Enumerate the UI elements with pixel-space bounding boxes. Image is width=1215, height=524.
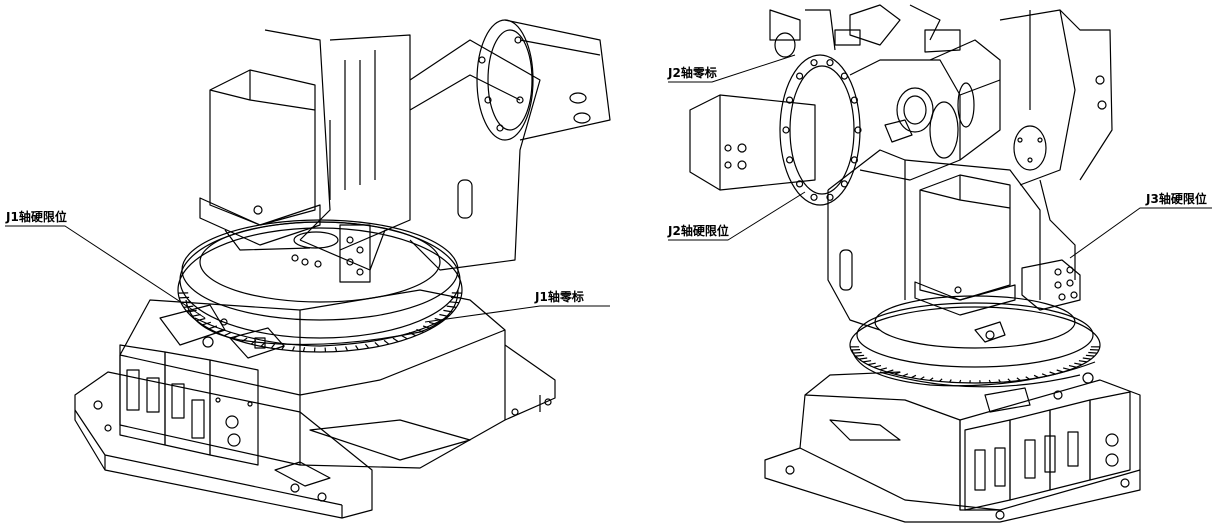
flange-bolt xyxy=(810,59,818,67)
ring-tooth xyxy=(416,328,424,333)
ring-tooth xyxy=(302,347,306,352)
flange-bolt xyxy=(840,72,849,80)
ring-tooth xyxy=(355,345,359,351)
ring-tooth xyxy=(1056,369,1064,373)
ring-tooth xyxy=(364,343,370,349)
flange-bolt xyxy=(785,96,794,104)
flange-bolt xyxy=(850,96,859,104)
ring-tooth xyxy=(400,334,408,340)
ring-tooth xyxy=(1078,360,1087,363)
ring-tooth xyxy=(852,351,862,354)
ring-tooth xyxy=(196,317,206,322)
ring-tooth xyxy=(180,301,191,304)
ring-tooth xyxy=(988,379,991,383)
callout-lines-right xyxy=(668,54,1212,259)
robot-base-left-drawing xyxy=(74,19,611,519)
ring-tooth xyxy=(216,328,224,333)
flange-bolt xyxy=(782,126,790,134)
ring-tooth xyxy=(270,343,276,349)
ring-tooth xyxy=(1007,378,1011,382)
ring-tooth xyxy=(1088,351,1098,354)
ring-tooth xyxy=(208,325,218,330)
ring-tooth xyxy=(959,379,962,383)
label-j1-zero: J1轴零标 xyxy=(535,290,584,304)
ring-tooth xyxy=(223,331,232,337)
ring-tooth xyxy=(1082,357,1092,360)
ring-tooth xyxy=(863,360,872,363)
flange-bolt xyxy=(785,156,794,164)
ring-tooth xyxy=(886,369,894,373)
label-j1-hard-stop: J1轴硬限位 xyxy=(6,210,67,224)
flange-bolt xyxy=(840,180,849,188)
ring-tooth xyxy=(894,371,901,375)
ring-tooth xyxy=(1049,371,1056,375)
flange-bolt xyxy=(810,193,818,201)
flange-bolts xyxy=(782,59,862,201)
ring-tooth xyxy=(855,354,865,357)
ring-tooth xyxy=(1085,354,1095,357)
ring-tooth xyxy=(374,341,380,347)
ring-tooth xyxy=(179,296,190,299)
ring-tooth xyxy=(1025,376,1030,380)
ring-tooth xyxy=(1041,373,1048,377)
ring-tooth xyxy=(334,347,338,352)
ring-tooth xyxy=(450,296,461,299)
ring-tooth xyxy=(902,373,909,377)
ring-tooth xyxy=(392,337,399,343)
robot-base-right-drawing xyxy=(689,4,1141,523)
ring-teeth xyxy=(178,292,462,353)
ring-tooth xyxy=(446,305,457,308)
ring-tooth xyxy=(1016,377,1021,381)
ring-tooth xyxy=(187,309,197,313)
flange-bolt xyxy=(795,180,804,188)
ring-tooth xyxy=(1062,367,1071,371)
ring-tooth xyxy=(873,365,882,368)
flange-bolt xyxy=(826,59,834,67)
ring-tooth xyxy=(858,357,868,360)
flange-bolt xyxy=(850,156,859,164)
ring-tooth xyxy=(911,374,917,379)
ring-tooth xyxy=(422,325,432,330)
ring-tooth xyxy=(929,377,934,381)
ring-tooth xyxy=(439,313,449,317)
ring-tooth xyxy=(920,376,925,380)
ring-teeth-right xyxy=(850,346,1100,384)
flange-bolt xyxy=(826,193,834,201)
flange-bolt xyxy=(854,126,862,134)
ring-tooth xyxy=(383,339,390,345)
ring-tooth xyxy=(1033,374,1039,379)
ring-tooth xyxy=(443,309,453,313)
label-j2-zero: J2轴零标 xyxy=(668,66,717,80)
ring-tooth xyxy=(241,337,248,343)
ring-tooth xyxy=(408,331,417,337)
ring-tooth xyxy=(867,362,876,366)
ring-tooth xyxy=(429,321,438,326)
ring-tooth xyxy=(939,378,943,382)
ring-tooth xyxy=(998,379,1001,383)
ring-tooth xyxy=(345,346,349,352)
ring-tooth xyxy=(949,379,952,383)
ring-tooth xyxy=(879,367,888,371)
ring-tooth xyxy=(1074,362,1083,366)
ring-tooth xyxy=(202,321,211,326)
label-j2-hard-stop: J2轴硬限位 xyxy=(668,224,729,238)
label-j3-hard-stop: J3轴硬限位 xyxy=(1146,192,1207,206)
ring-tooth xyxy=(449,301,460,304)
ring-tooth xyxy=(1068,365,1077,368)
ring-tooth xyxy=(291,346,295,352)
flange-bolt xyxy=(795,72,804,80)
callout-lines-left xyxy=(5,225,610,323)
ring-tooth xyxy=(191,313,201,317)
